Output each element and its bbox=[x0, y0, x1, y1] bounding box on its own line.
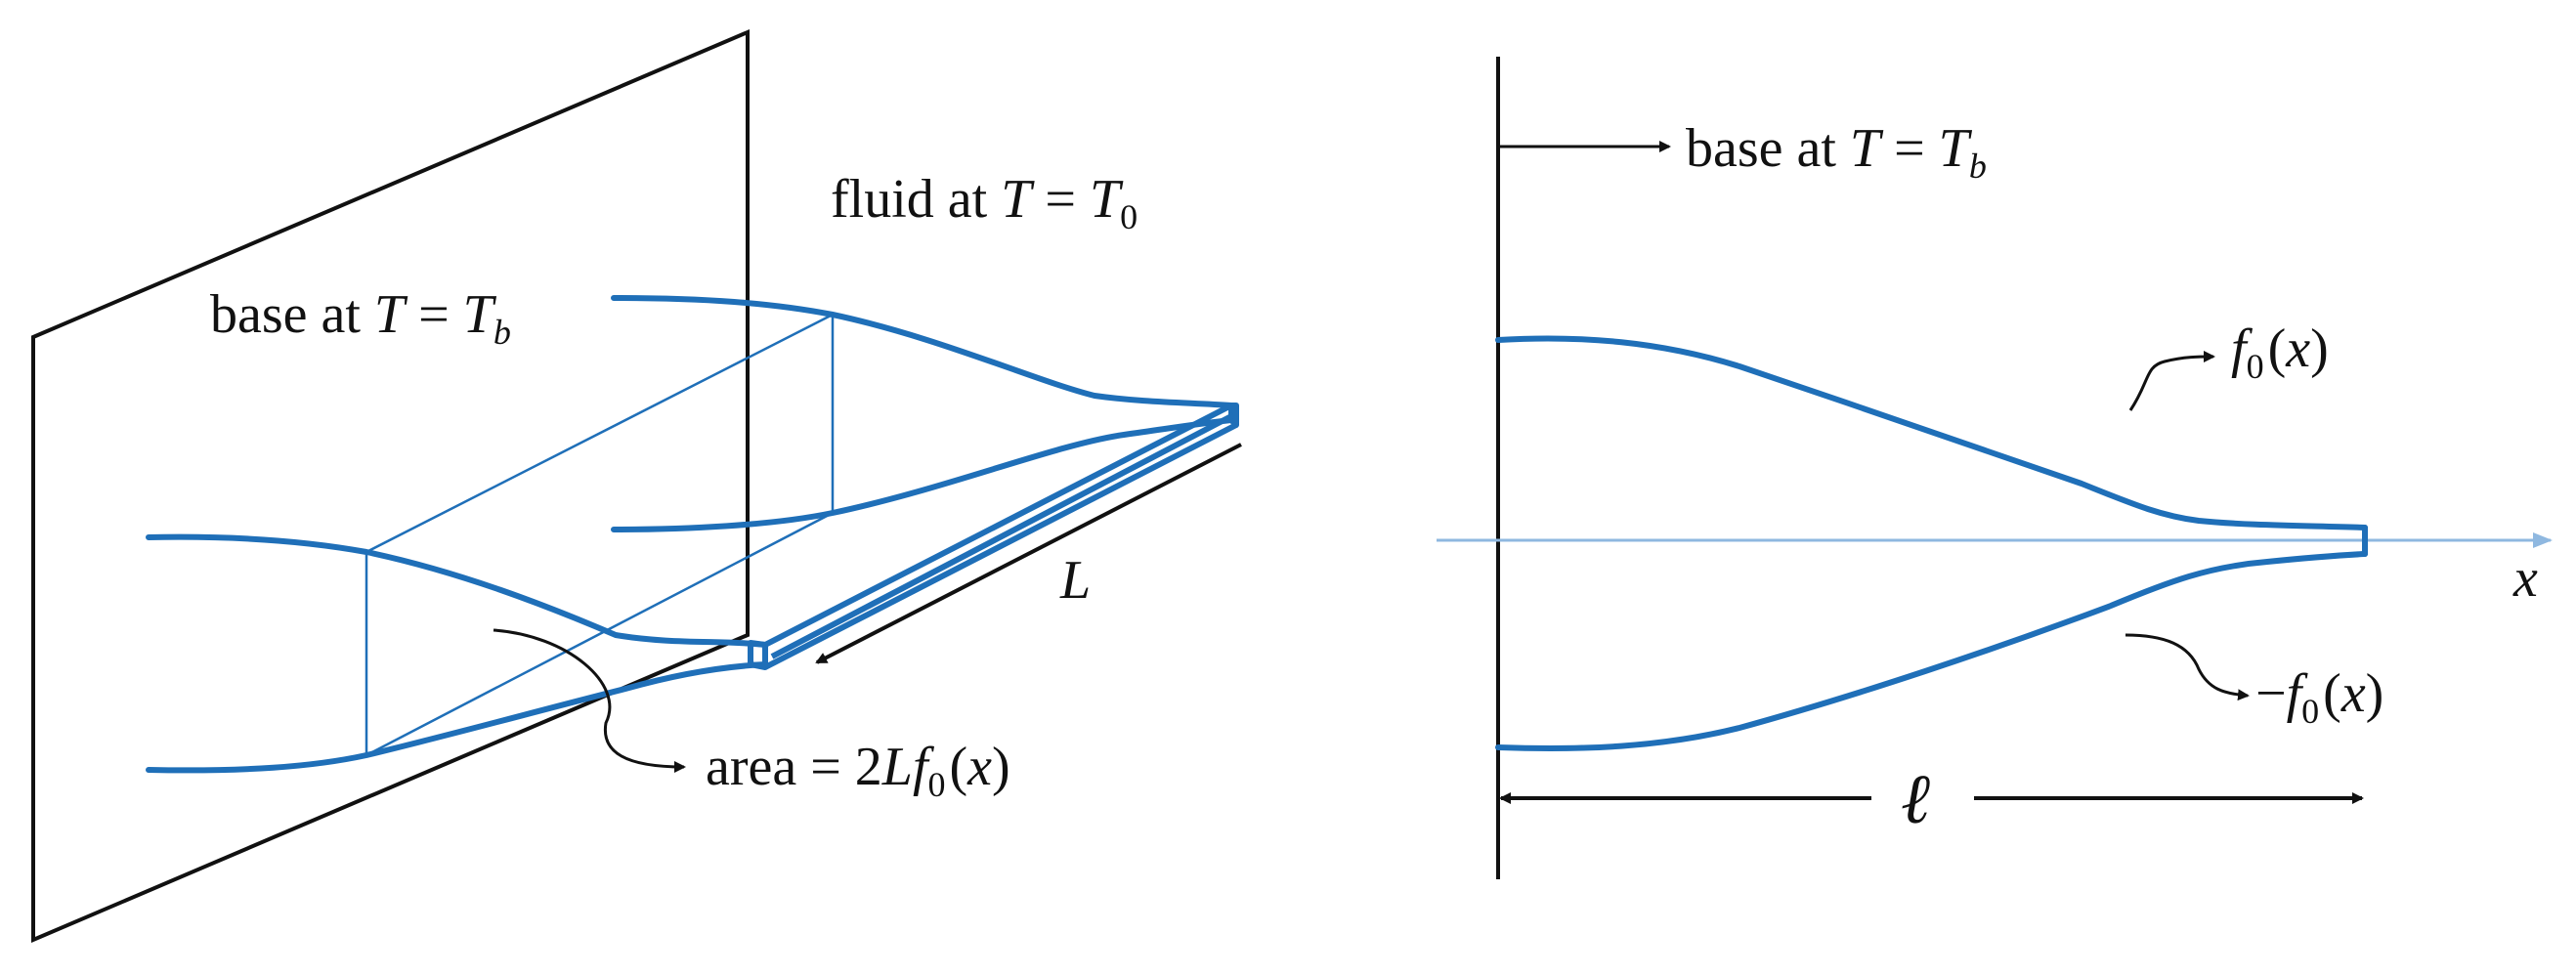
lower-profile bbox=[1495, 551, 2368, 751]
fin-back-profile bbox=[611, 295, 1234, 532]
fin-tip-edges bbox=[748, 403, 1239, 670]
fin-construction-lines bbox=[365, 313, 835, 757]
length-arrow bbox=[815, 443, 1242, 664]
left-panel: base at T = Tb fluid at T = T0 L area = … bbox=[31, 28, 1242, 944]
length-dim-label: ℓ bbox=[1901, 760, 1930, 838]
fin-front-profile bbox=[146, 533, 768, 774]
right-panel: base at T = Tb f0(x) −f0(x) x ℓ bbox=[1437, 57, 2553, 879]
length-label: L bbox=[1059, 550, 1091, 611]
lower-profile-label: −f0(x) bbox=[2255, 663, 2383, 731]
upper-profile bbox=[1495, 335, 2368, 530]
axis-label: x bbox=[2512, 548, 2538, 609]
area-leader bbox=[493, 628, 686, 773]
area-label: area = 2Lf0(x) bbox=[706, 737, 1010, 804]
left-base-label: base at T = Tb bbox=[210, 284, 511, 352]
lower-leader bbox=[2125, 633, 2250, 701]
base-plate bbox=[31, 28, 750, 944]
fluid-label: fluid at T = T0 bbox=[831, 169, 1138, 236]
right-base-label: base at T = Tb bbox=[1686, 118, 1987, 186]
upper-profile-label: f0(x) bbox=[2231, 318, 2329, 386]
upper-leader bbox=[2128, 351, 2215, 411]
